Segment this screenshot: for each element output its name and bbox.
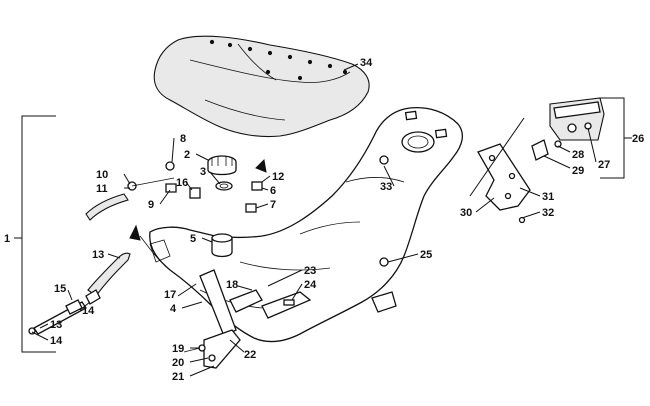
lower-bracket-part <box>183 257 397 369</box>
callout-28: 28 <box>572 149 584 161</box>
callout-4: 4 <box>170 303 177 315</box>
license-bracket-part <box>477 143 531 224</box>
callout-14-lower: 14 <box>50 335 63 347</box>
callout-22: 22 <box>244 349 256 361</box>
seat-holes <box>209 39 348 81</box>
callout-7: 7 <box>270 199 276 211</box>
callout-2: 2 <box>184 149 190 161</box>
callout-19: 19 <box>172 343 184 355</box>
callout-24: 24 <box>304 279 317 291</box>
seat-part <box>153 35 370 138</box>
callout-13-upper: 13 <box>92 249 104 261</box>
callout-32: 32 <box>542 207 554 219</box>
callout-12: 12 <box>272 171 284 183</box>
callout-30: 30 <box>460 207 472 219</box>
gasket-part <box>215 181 233 191</box>
callout-8: 8 <box>180 133 186 145</box>
callout-labels: 1 2 3 4 5 6 7 8 9 10 11 12 13 13 14 14 1… <box>4 57 644 383</box>
callout-20: 20 <box>172 357 184 369</box>
callout-14-upper: 14 <box>82 305 95 317</box>
callout-10: 10 <box>96 169 108 181</box>
callout-34: 34 <box>360 57 373 69</box>
callout-5: 5 <box>190 233 196 245</box>
callout-11: 11 <box>96 183 108 195</box>
callout-9: 9 <box>148 199 154 211</box>
callout-21: 21 <box>172 371 184 383</box>
callout-23: 23 <box>304 265 316 277</box>
callout-1: 1 <box>4 233 10 245</box>
callout-27: 27 <box>598 159 610 171</box>
leader-lines <box>14 63 632 377</box>
callout-29: 29 <box>572 165 584 177</box>
callout-13-lower: 13 <box>50 319 62 331</box>
callout-25: 25 <box>420 249 432 261</box>
callout-18: 18 <box>226 279 238 291</box>
callout-26: 26 <box>632 133 644 145</box>
callout-17: 17 <box>164 289 176 301</box>
callout-31: 31 <box>542 191 554 203</box>
callout-33: 33 <box>380 181 392 193</box>
callout-16: 16 <box>176 177 188 189</box>
fuel-cap-part <box>207 155 237 176</box>
fuel-line-part <box>28 158 267 335</box>
callout-6: 6 <box>270 185 276 197</box>
callout-3: 3 <box>200 166 206 178</box>
taillight-part <box>531 97 605 161</box>
callout-15: 15 <box>54 283 66 295</box>
